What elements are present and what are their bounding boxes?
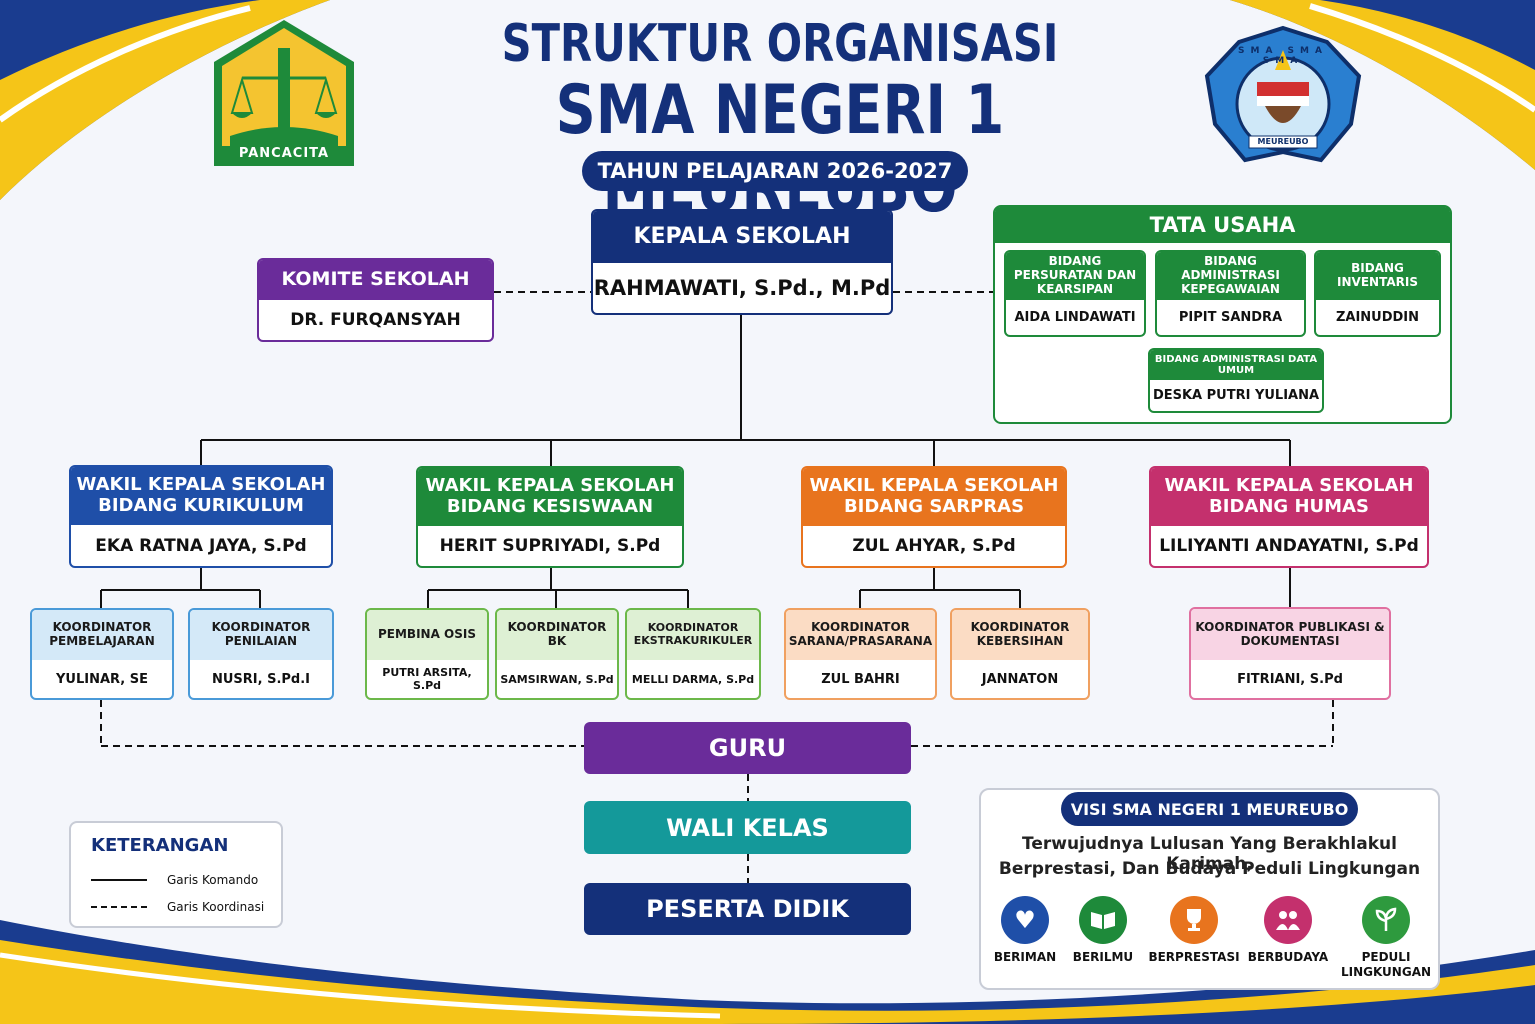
value-label: BERBUDAYA xyxy=(1247,950,1329,964)
koord-ekstrakurikuler: KOORDINATOR EKSTRAKURIKULER MELLI DARMA,… xyxy=(625,608,761,700)
tu-unit-inventaris: BIDANG INVENTARIS ZAINUDDIN xyxy=(1314,250,1441,337)
koord-title: KOORDINATOR SARANA/PRASARANA xyxy=(786,610,935,660)
koord-title: KOORDINATOR PUBLIKASI & DOKUMENTASI xyxy=(1191,609,1389,660)
wakil-bidang: BIDANG KESISWAAN xyxy=(446,496,654,517)
koord-pembina-osis: PEMBINA OSIS PUTRI ARSITA, S.Pd xyxy=(365,608,489,700)
wakil-title: WAKIL KEPALA SEKOLAH xyxy=(425,475,675,497)
koord-name: FITRIANI, S.Pd xyxy=(1237,671,1343,687)
tu-unit-title: BIDANG ADMINISTRASI DATA UMUM xyxy=(1150,350,1322,380)
koord-title: KOORDINATOR EKSTRAKURIKULER xyxy=(627,610,759,660)
peserta-didik-bar: PESERTA DIDIK xyxy=(584,883,911,935)
wakil-humas-box: WAKIL KEPALA SEKOLAH BIDANG HUMAS LILIYA… xyxy=(1149,466,1429,568)
tu-unit-title: BIDANG PERSURATAN DAN KEARSIPAN xyxy=(1006,252,1144,300)
komite-box: KOMITE SEKOLAH DR. FURQANSYAH xyxy=(257,258,494,342)
koord-title: KOORDINATOR PENILAIAN xyxy=(190,610,332,660)
tu-unit-name: DESKA PUTRI YULIANA xyxy=(1152,388,1320,403)
visi-line2: Berprestasi, Dan Budaya Peduli Lingkunga… xyxy=(998,859,1421,879)
koord-name: JANNATON xyxy=(981,671,1059,687)
koord-sarana: KOORDINATOR SARANA/PRASARANA ZUL BAHRI xyxy=(784,608,937,700)
koord-name: PUTRI ARSITA, S.Pd xyxy=(382,666,472,692)
komite-name: DR. FURQANSYAH xyxy=(290,310,461,330)
koord-name: MELLI DARMA, S.Pd xyxy=(631,672,755,686)
legend-komando: Garis Komando xyxy=(167,873,259,887)
kepala-name: RAHMAWATI, S.Pd., M.Pd xyxy=(593,276,891,300)
koord-name: YULINAR, SE xyxy=(56,671,148,687)
komite-title: KOMITE SEKOLAH xyxy=(259,260,492,300)
wakil-title: WAKIL KEPALA SEKOLAH xyxy=(76,474,326,496)
wakil-bidang: BIDANG HUMAS xyxy=(1209,496,1369,517)
wakil-name: EKA RATNA JAYA, S.Pd xyxy=(95,535,307,556)
legend-title: KETERANGAN xyxy=(91,835,229,856)
tata-usaha-title: TATA USAHA xyxy=(995,207,1450,243)
school-logo: SMA SMA SMA MEUREUBO xyxy=(1203,20,1363,168)
legend-koordinasi: Garis Koordinasi xyxy=(167,900,265,914)
koord-bk: KOORDINATOR BK SAMSIRWAN, S.Pd xyxy=(495,608,619,700)
legend-line-samples xyxy=(91,879,147,908)
kepala-title: KEPALA SEKOLAH xyxy=(593,211,891,263)
wakil-kesiswaan-box: WAKIL KEPALA SEKOLAH BIDANG KESISWAAN HE… xyxy=(416,466,684,568)
koord-title: KOORDINATOR KEBERSIHAN xyxy=(952,610,1088,660)
wakil-sarpras-box: WAKIL KEPALA SEKOLAH BIDANG SARPRAS ZUL … xyxy=(801,466,1067,568)
wakil-bidang: BIDANG SARPRAS xyxy=(843,496,1025,517)
koord-name: NUSRI, S.Pd.I xyxy=(211,671,311,687)
legend-box: KETERANGAN Garis Komando Garis Koordinas… xyxy=(69,821,283,928)
trophy-icon xyxy=(1170,896,1218,944)
visi-title: VISI SMA NEGERI 1 MEUREUBO xyxy=(1061,792,1358,826)
tu-unit-title: BIDANG ADMINISTRASI KEPEGAWAIAN xyxy=(1157,252,1304,300)
koord-pembelajaran: KOORDINATOR PEMBELAJARAN YULINAR, SE xyxy=(30,608,174,700)
wakil-title: WAKIL KEPALA SEKOLAH xyxy=(1164,475,1414,497)
wakil-kurikulum-box: WAKIL KEPALA SEKOLAH BIDANG KURIKULUM EK… xyxy=(69,465,333,568)
tu-unit-title: BIDANG INVENTARIS xyxy=(1316,252,1439,300)
heart-hand-icon: ♥ xyxy=(1001,896,1049,944)
guru-bar: GURU xyxy=(584,722,911,774)
logo-label: MEUREUBO xyxy=(1257,137,1309,146)
visi-box: VISI SMA NEGERI 1 MEUREUBO Terwujudnya L… xyxy=(979,788,1440,990)
wakil-title: WAKIL KEPALA SEKOLAH xyxy=(809,475,1059,497)
koord-kebersihan: KOORDINATOR KEBERSIHAN JANNATON xyxy=(950,608,1090,700)
logo-text: PANCACITA xyxy=(238,146,330,161)
koord-name: ZUL BAHRI xyxy=(821,671,900,687)
tu-unit-name: PIPIT SANDRA xyxy=(1178,310,1283,325)
logo-ring-text: SMA SMA SMA xyxy=(1238,46,1328,66)
wali-kelas-bar: WALI KELAS xyxy=(584,801,911,854)
koord-title: PEMBINA OSIS xyxy=(367,610,487,660)
leaf-icon xyxy=(1362,896,1410,944)
kepala-sekolah-box: KEPALA SEKOLAH RAHMAWATI, S.Pd., M.Pd xyxy=(591,209,893,315)
value-label: BERILMU xyxy=(1072,950,1134,964)
value-label: PEDULI LINGKUNGAN xyxy=(1340,950,1432,979)
pancacita-logo: PANCACITA xyxy=(212,18,356,168)
wakil-name: LILIYANTI ANDAYATNI, S.Pd xyxy=(1159,536,1419,556)
value-label: BERIMAN xyxy=(993,950,1057,964)
tu-unit-persuratan: BIDANG PERSURATAN DAN KEARSIPAN AIDA LIN… xyxy=(1004,250,1146,337)
koord-publikasi: KOORDINATOR PUBLIKASI & DOKUMENTASI FITR… xyxy=(1189,607,1391,700)
koord-name: SAMSIRWAN, S.Pd xyxy=(500,672,614,686)
tu-unit-data-umum: BIDANG ADMINISTRASI DATA UMUM DESKA PUTR… xyxy=(1148,348,1324,413)
year-badge: TAHUN PELAJARAN 2026-2027 xyxy=(582,151,968,191)
wakil-bidang: BIDANG KURIKULUM xyxy=(98,495,304,516)
tu-unit-name: AIDA LINDAWATI xyxy=(1014,310,1136,325)
title-line1: STRUKTUR ORGANISASI xyxy=(501,14,1059,74)
tu-unit-kepegawaian: BIDANG ADMINISTRASI KEPEGAWAIAN PIPIT SA… xyxy=(1155,250,1306,337)
value-label: BERPRESTASI xyxy=(1148,950,1240,964)
koord-title: KOORDINATOR BK xyxy=(497,610,617,660)
people-icon xyxy=(1264,896,1312,944)
tu-unit-name: ZAINUDDIN xyxy=(1335,310,1420,325)
koord-title: KOORDINATOR PEMBELAJARAN xyxy=(32,610,172,660)
visi-line1: Terwujudnya Lulusan Yang Berakhlakul Kar… xyxy=(1022,834,1397,874)
koord-penilaian: KOORDINATOR PENILAIAN NUSRI, S.Pd.I xyxy=(188,608,334,700)
wakil-name: ZUL AHYAR, S.Pd xyxy=(852,536,1016,556)
book-icon xyxy=(1079,896,1127,944)
wakil-name: HERIT SUPRIYADI, S.Pd xyxy=(439,536,661,556)
